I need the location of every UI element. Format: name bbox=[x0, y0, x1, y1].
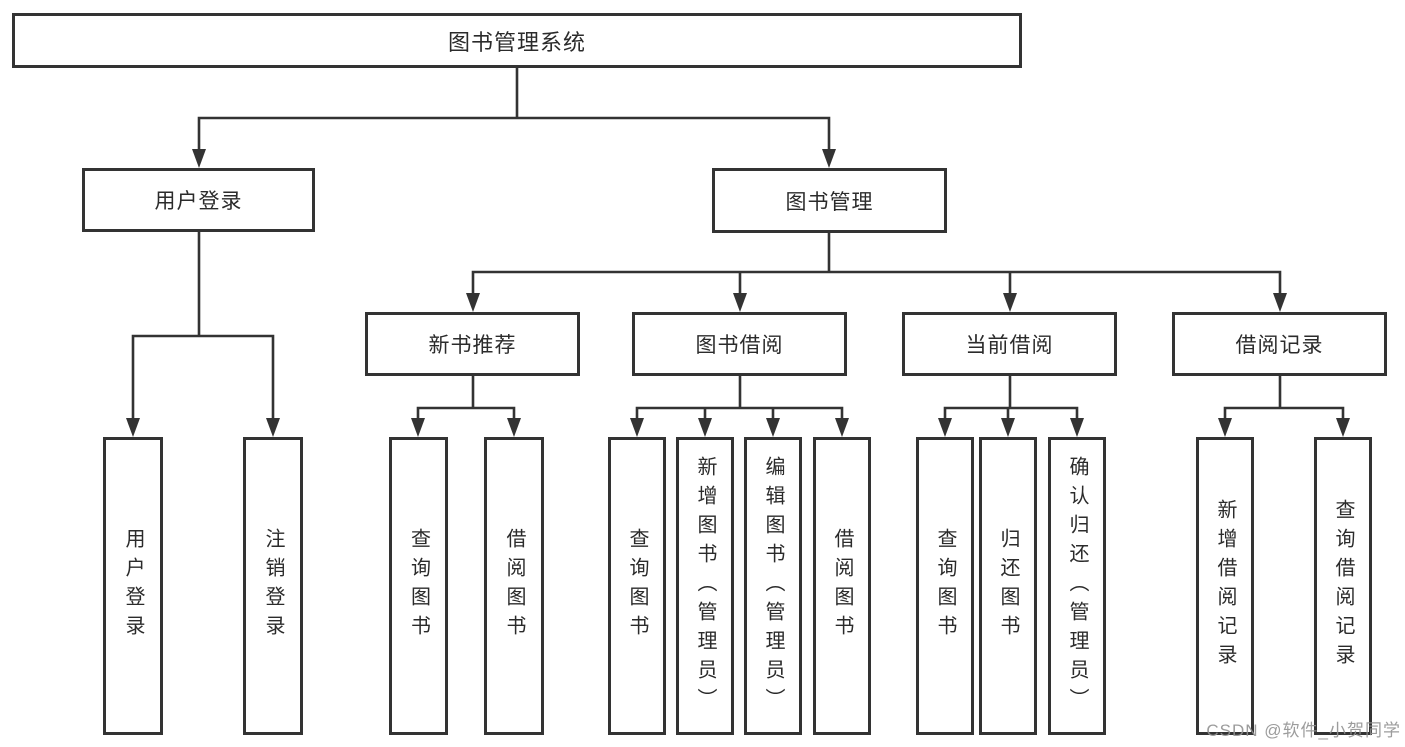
leaf-label: 归还图书 bbox=[997, 528, 1019, 644]
node-borrow-records: 借阅记录 bbox=[1172, 312, 1387, 376]
arrowhead bbox=[1070, 418, 1084, 437]
arrowhead bbox=[466, 293, 480, 312]
leaf-add-books-admin: 新增图书（管理员） bbox=[676, 437, 734, 735]
leaf-query-books-recommend: 查询图书 bbox=[389, 437, 448, 735]
arrowhead bbox=[698, 418, 712, 437]
node-label: 图书管理系统 bbox=[447, 29, 586, 55]
leaf-logout: 注销登录 bbox=[243, 437, 303, 735]
arrowhead bbox=[266, 418, 280, 437]
node-user-login: 用户登录 bbox=[82, 168, 315, 232]
leaf-label: 借阅图书 bbox=[503, 528, 525, 644]
leaf-label: 借阅图书 bbox=[831, 528, 853, 644]
connector-user-login-split bbox=[131, 230, 275, 422]
node-book-borrow: 图书借阅 bbox=[632, 312, 847, 376]
node-current-borrow: 当前借阅 bbox=[902, 312, 1117, 376]
leaf-label: 新增借阅记录 bbox=[1214, 499, 1236, 673]
node-new-book-recommend: 新书推荐 bbox=[365, 312, 580, 376]
leaf-query-books-borrow: 查询图书 bbox=[608, 437, 666, 735]
arrowhead bbox=[507, 418, 521, 437]
leaf-label: 用户登录 bbox=[122, 528, 144, 644]
node-label: 新书推荐 bbox=[428, 334, 517, 357]
connector-book-borrow-split bbox=[635, 374, 844, 422]
node-root-library-management-system: 图书管理系统 bbox=[12, 13, 1022, 68]
leaf-label: 新增图书（管理员） bbox=[694, 455, 716, 717]
node-label: 当前借阅 bbox=[965, 334, 1054, 357]
leaf-query-borrow-record: 查询借阅记录 bbox=[1314, 437, 1372, 735]
leaf-query-books-current: 查询图书 bbox=[916, 437, 974, 735]
node-label: 用户登录 bbox=[154, 190, 243, 213]
arrowhead bbox=[1003, 293, 1017, 312]
leaf-borrow-books-recommend: 借阅图书 bbox=[484, 437, 544, 735]
node-label: 图书管理 bbox=[785, 190, 874, 214]
leaf-confirm-return-admin: 确认归还（管理员） bbox=[1048, 437, 1106, 735]
leaf-label: 查询借阅记录 bbox=[1332, 499, 1354, 673]
leaf-label: 确认归还（管理员） bbox=[1066, 455, 1088, 717]
leaf-label: 注销登录 bbox=[262, 528, 284, 644]
connector-root-to-level2 bbox=[197, 66, 831, 153]
leaf-label: 查询图书 bbox=[407, 528, 430, 644]
node-label: 图书借阅 bbox=[695, 334, 784, 357]
leaf-add-borrow-record: 新增借阅记录 bbox=[1196, 437, 1254, 735]
leaf-return-books: 归还图书 bbox=[979, 437, 1037, 735]
leaf-label: 查询图书 bbox=[934, 528, 956, 644]
arrowhead bbox=[630, 418, 644, 437]
arrowhead bbox=[733, 293, 747, 312]
node-label: 借阅记录 bbox=[1235, 334, 1324, 357]
leaf-user-login: 用户登录 bbox=[103, 437, 163, 735]
arrowhead bbox=[938, 418, 952, 437]
node-book-management: 图书管理 bbox=[712, 168, 947, 233]
arrowhead bbox=[1336, 418, 1350, 437]
connector-records-split bbox=[1223, 374, 1345, 422]
arrowhead bbox=[766, 418, 780, 437]
arrowhead bbox=[1001, 418, 1015, 437]
connector-book-management-split bbox=[471, 231, 1282, 297]
leaf-edit-books-admin: 编辑图书（管理员） bbox=[744, 437, 802, 735]
connector-new-book-split bbox=[416, 374, 516, 422]
leaf-label: 查询图书 bbox=[626, 528, 648, 644]
arrowhead bbox=[835, 418, 849, 437]
connector-current-borrow-split bbox=[943, 374, 1079, 422]
leaf-label: 编辑图书（管理员） bbox=[762, 455, 784, 717]
csdn-watermark: CSDN @软件_小贺同学 bbox=[1206, 721, 1401, 740]
arrowhead bbox=[126, 418, 140, 437]
arrowhead bbox=[822, 149, 836, 168]
arrowhead bbox=[411, 418, 425, 437]
arrowhead bbox=[1218, 418, 1232, 437]
arrowhead bbox=[1273, 293, 1287, 312]
arrowhead bbox=[192, 149, 206, 168]
leaf-borrow-books: 借阅图书 bbox=[813, 437, 871, 735]
